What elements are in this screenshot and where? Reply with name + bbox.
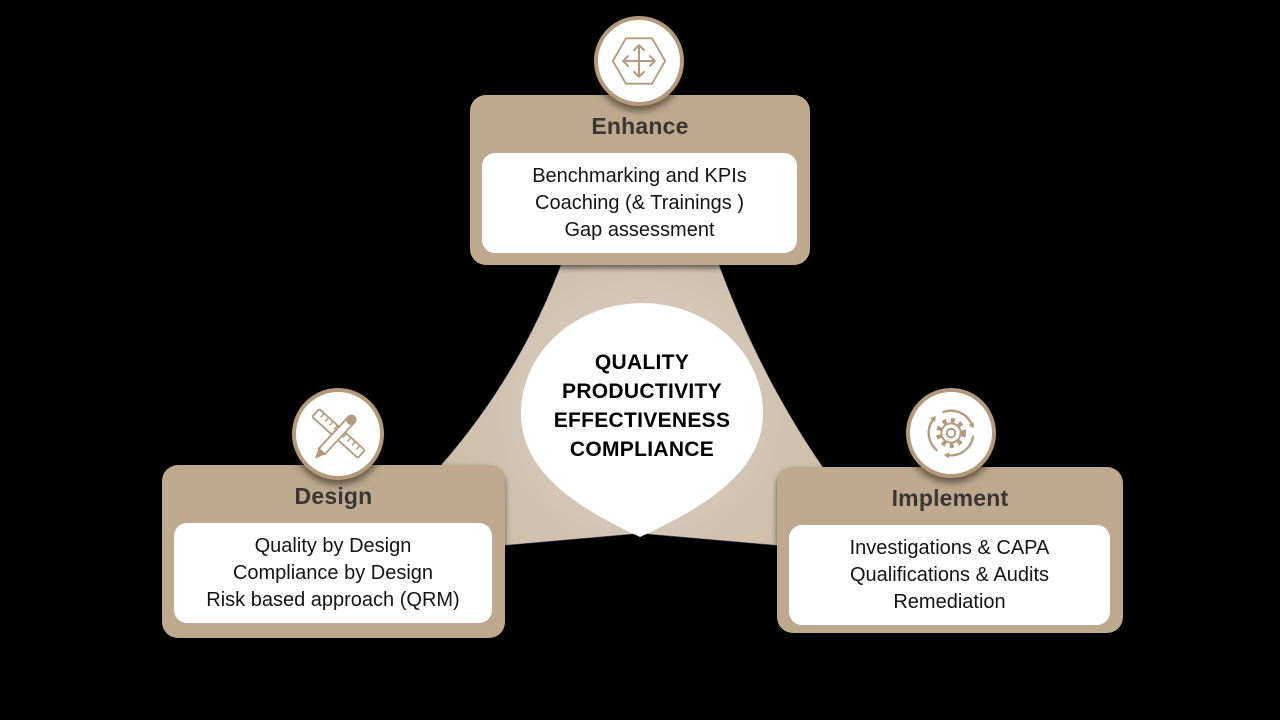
implement-item: Remediation [893, 590, 1006, 613]
design-title: Design [294, 483, 373, 509]
enhance-item: Benchmarking and KPIs [532, 164, 747, 187]
enhance-item: Coaching (& Trainings ) [535, 191, 744, 214]
pencil-ruler-icon [311, 408, 366, 459]
gear-cycle-icon [927, 409, 975, 459]
enhance-title: Enhance [591, 113, 689, 139]
center-values: QUALITY PRODUCTIVITY EFFECTIVENESS COMPL… [512, 348, 772, 464]
center-value-line: PRODUCTIVITY [562, 380, 722, 403]
design-item: Compliance by Design [232, 561, 434, 584]
design-node: Design Quality by Design Compliance by D… [162, 465, 505, 638]
implement-title: Implement [891, 485, 1009, 511]
enhance-item: Gap assessment [564, 218, 715, 241]
design-item: Quality by Design [254, 534, 412, 557]
design-item: Risk based approach (QRM) [206, 588, 460, 611]
design-icon-badge [292, 388, 384, 480]
center-blob [521, 303, 763, 537]
implement-icon-badge [906, 388, 996, 478]
implement-panel: Investigations & CAPA Qualifications & A… [789, 525, 1110, 625]
center-value-line: COMPLIANCE [569, 438, 715, 461]
center-value-line: QUALITY [594, 351, 690, 374]
center-value-line: EFFECTIVENESS [553, 409, 731, 432]
enhance-icon-badge [594, 16, 684, 106]
implement-item: Investigations & CAPA [849, 536, 1050, 559]
implement-item: Qualifications & Audits [850, 563, 1049, 586]
enhance-node: Enhance Benchmarking and KPIs Coaching (… [470, 95, 810, 265]
design-panel: Quality by Design Compliance by Design R… [174, 523, 492, 623]
enhance-panel: Benchmarking and KPIs Coaching (& Traini… [482, 153, 797, 253]
expand-arrows-icon [611, 37, 667, 85]
implement-node: Implement Investigations & CAPA Qualific… [777, 467, 1123, 633]
